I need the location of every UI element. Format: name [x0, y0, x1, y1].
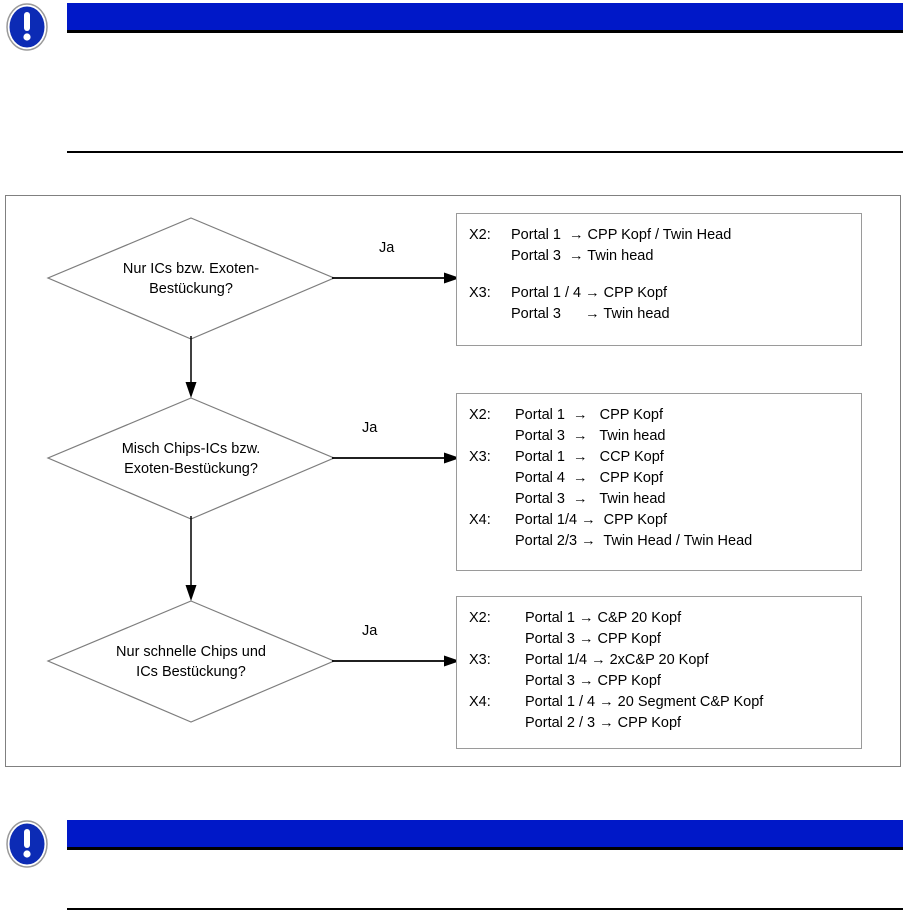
- flowchart-frame: Nur ICs bzw. Exoten- Bestückung? Misch C…: [5, 195, 901, 767]
- diamond-shape-icon: [46, 600, 336, 723]
- result-line: Portal 3 → CPP Kopf: [469, 671, 861, 692]
- result-box-1: X2: Portal 1 → CPP Kopf / Twin Head Port…: [456, 213, 862, 346]
- result-line: X3: Portal 1 / 4 → CPP Kopf: [469, 283, 861, 304]
- result-line-tag: [469, 246, 511, 267]
- result-line: Portal 2/3 → Twin Head / Twin Head: [469, 531, 861, 552]
- result-line: X4: Portal 1 / 4 → 20 Segment C&P Kopf: [469, 692, 861, 713]
- result-line-text: Portal 1 / 4 → 20 Segment C&P Kopf: [525, 694, 764, 710]
- down-arrow-icon: [185, 336, 197, 398]
- result-line-text: Portal 3 → Twin head: [511, 248, 654, 264]
- result-line-text: Portal 3 → Twin head: [515, 491, 666, 507]
- result-line-tag: X3:: [469, 652, 491, 668]
- result-line: Portal 3 → Twin head: [469, 489, 861, 510]
- result-line-tag: [469, 304, 511, 325]
- decision-node-2-label: Misch Chips-ICs bzw. Exoten-Bestückung?: [121, 440, 261, 477]
- decision-node-1[interactable]: Nur ICs bzw. Exoten- Bestückung?: [46, 216, 336, 341]
- result-line-tag: X2:: [469, 407, 491, 423]
- connector-decision2-to-decision3: [183, 516, 199, 604]
- result-line-text: Portal 3 → Twin head: [511, 306, 670, 322]
- bottom-note-banner: [67, 820, 903, 850]
- connector-decision1-to-decision2: [183, 336, 199, 400]
- right-arrow-icon: [332, 655, 460, 667]
- result-line: Portal 3 → Twin head: [469, 246, 861, 267]
- result-line-tag: [469, 426, 515, 447]
- connector-decision3-to-result3: [332, 653, 462, 669]
- result-line-text: Portal 4 → CPP Kopf: [515, 470, 664, 486]
- result-line: X3: Portal 1/4 → 2xC&P 20 Kopf: [469, 650, 861, 671]
- result-line-text: Portal 2/3 → Twin Head / Twin Head: [515, 533, 753, 549]
- result-line: X2: Portal 1 → C&P 20 Kopf: [469, 608, 861, 629]
- result-line-text: Portal 3 → CPP Kopf: [525, 673, 661, 689]
- edge-label-yes-3: Ja: [362, 623, 378, 639]
- result-box-3: X2: Portal 1 → C&P 20 Kopf Portal 3 → CP…: [456, 596, 862, 749]
- result-line-text: Portal 1/4 → 2xC&P 20 Kopf: [525, 652, 709, 668]
- result-line-text: Portal 3 → Twin head: [515, 428, 666, 444]
- result-box-2: X2: Portal 1 → CPP Kopf Portal 3 → Twin …: [456, 393, 862, 571]
- down-arrow-icon: [185, 516, 197, 601]
- result-line: Portal 3 → Twin head: [469, 304, 861, 325]
- result-line-tag: [469, 489, 515, 510]
- result-line-text: Portal 1 / 4 → CPP Kopf: [511, 285, 668, 301]
- result-line-tag: [469, 713, 525, 734]
- result-line-text: Portal 1 → CCP Kopf: [515, 449, 664, 465]
- right-arrow-icon: [332, 452, 460, 464]
- decision-node-3-label: Nur schnelle Chips und ICs Bestückung?: [116, 643, 266, 680]
- decision-node-2[interactable]: Misch Chips-ICs bzw. Exoten-Bestückung?: [46, 396, 336, 521]
- result-line-tag: X2:: [469, 610, 491, 626]
- result-line: Portal 3 → Twin head: [469, 426, 861, 447]
- result-line-text: Portal 1 → CPP Kopf / Twin Head: [511, 227, 732, 243]
- edge-label-yes-1: Ja: [379, 240, 395, 256]
- exclamation-circle-icon: [6, 3, 48, 55]
- edge-label-yes-2: Ja: [362, 420, 378, 436]
- bottom-note-rule: [67, 908, 903, 910]
- result-line-text: Portal 3 → CPP Kopf: [525, 631, 661, 647]
- decision-node-1-label: Nur ICs bzw. Exoten- Bestückung?: [122, 260, 260, 297]
- result-line-tag: X3:: [469, 449, 491, 465]
- result-line-text: Portal 1/4 → CPP Kopf: [515, 512, 668, 528]
- result-line-spacer: [469, 267, 861, 283]
- result-line-text: Portal 1 → C&P 20 Kopf: [525, 610, 682, 626]
- result-line: Portal 2 / 3 → CPP Kopf: [469, 713, 861, 734]
- result-line-tag: X4:: [469, 694, 491, 710]
- result-line-tag: X3:: [469, 285, 491, 301]
- exclamation-circle-icon: [6, 820, 48, 872]
- result-line-tag: [469, 671, 525, 692]
- result-line: Portal 4 → CPP Kopf: [469, 468, 861, 489]
- connector-decision2-to-result2: [332, 450, 462, 466]
- right-arrow-icon: [332, 272, 460, 284]
- top-note-banner: [67, 3, 903, 33]
- result-line: X2: Portal 1 → CPP Kopf: [469, 405, 861, 426]
- result-line-tag: [469, 531, 515, 552]
- result-line: X2: Portal 1 → CPP Kopf / Twin Head: [469, 225, 861, 246]
- result-line-tag: [469, 629, 525, 650]
- top-note-rule: [67, 151, 903, 153]
- result-line-text: Portal 2 / 3 → CPP Kopf: [525, 715, 682, 731]
- result-line-tag: X2:: [469, 227, 491, 243]
- connector-decision1-to-result1: [332, 270, 462, 286]
- result-line: Portal 3 → CPP Kopf: [469, 629, 861, 650]
- result-line-text: Portal 1 → CPP Kopf: [515, 407, 664, 423]
- decision-node-3[interactable]: Nur schnelle Chips und ICs Bestückung?: [46, 599, 336, 724]
- result-line-tag: X4:: [469, 512, 491, 528]
- result-line-tag: [469, 468, 515, 489]
- result-line: X3: Portal 1 → CCP Kopf: [469, 447, 861, 468]
- result-line: X4: Portal 1/4 → CPP Kopf: [469, 510, 861, 531]
